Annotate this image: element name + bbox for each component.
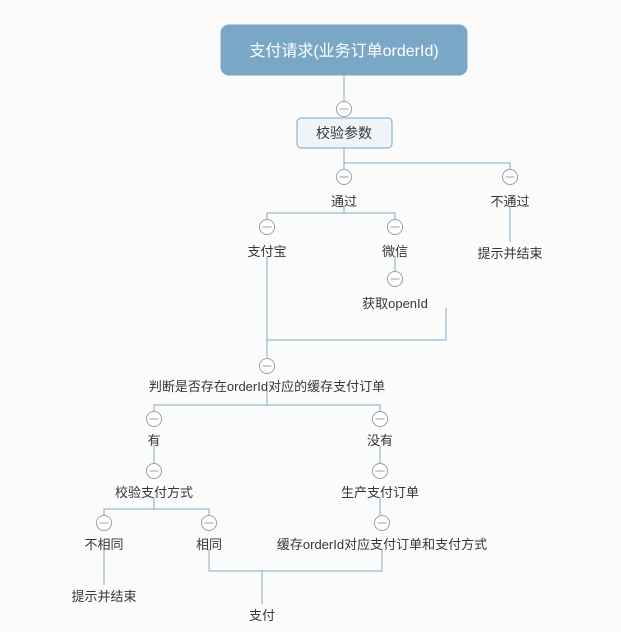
- collapse-minus-icon[interactable]: [336, 169, 352, 185]
- collapse-minus-icon[interactable]: [374, 515, 390, 531]
- node-check_cache[interactable]: 判断是否存在orderId对应的缓存支付订单: [149, 358, 385, 395]
- node-label-not_same: 不相同: [84, 537, 123, 552]
- collapse-minus-icon[interactable]: [96, 515, 112, 531]
- collapse-minus-icon[interactable]: [336, 101, 352, 117]
- node-label-pass: 通过: [331, 194, 357, 209]
- edge-verify-to-fail: [344, 162, 511, 169]
- node-pay[interactable]: 支付: [249, 608, 275, 623]
- node-box-verify_params[interactable]: [296, 117, 393, 149]
- edge-pass-to-alipay: [266, 206, 345, 219]
- node-label-wechat: 微信: [382, 244, 408, 259]
- node-verify_pay_method[interactable]: 校验支付方式: [115, 463, 193, 501]
- collapse-minus-icon[interactable]: [372, 463, 388, 479]
- edge-pass-to-wechat: [344, 212, 396, 219]
- collapse-minus-icon[interactable]: [146, 411, 162, 427]
- edge-same-to-pay: [208, 549, 263, 604]
- node-label-root: 支付请求(业务订单orderId): [249, 42, 438, 60]
- node-label-same: 相同: [196, 537, 222, 552]
- collapse-minus-icon[interactable]: [201, 515, 217, 531]
- node-pass[interactable]: 通过: [331, 169, 357, 210]
- node-cache_order[interactable]: 缓存orderId对应支付订单和支付方式: [277, 515, 487, 553]
- node-label-get_openid: 获取openId: [362, 296, 428, 311]
- node-label-create_order: 生产支付订单: [341, 485, 419, 500]
- node-label-verify_pay_method: 校验支付方式: [115, 485, 193, 500]
- node-alipay[interactable]: 支付宝: [247, 219, 287, 260]
- node-fail[interactable]: 不通过: [490, 169, 530, 210]
- node-not_same[interactable]: 不相同: [84, 515, 124, 553]
- node-label-check_cache: 判断是否存在orderId对应的缓存支付订单: [149, 379, 385, 394]
- node-fail_end[interactable]: 提示并结束: [477, 246, 542, 261]
- edge-method-to-same: [154, 508, 210, 515]
- edge-cache-to-pay: [262, 549, 383, 572]
- node-not_same_end[interactable]: 提示并结束: [71, 589, 136, 604]
- collapse-minus-icon[interactable]: [372, 411, 388, 427]
- edges-layer: [103, 75, 511, 604]
- node-verify_params[interactable]: 校验参数: [296, 101, 393, 149]
- edge-method-to-notsame: [103, 497, 155, 515]
- node-label-not_same_end: 提示并结束: [71, 589, 136, 604]
- node-wechat[interactable]: 微信: [382, 219, 408, 260]
- collapse-minus-icon[interactable]: [502, 169, 518, 185]
- node-root[interactable]: 支付请求(业务订单orderId): [220, 24, 468, 76]
- node-create_order[interactable]: 生产支付订单: [341, 463, 419, 501]
- node-label-pay: 支付: [249, 608, 275, 623]
- node-box-root[interactable]: [220, 24, 468, 76]
- edge-check-to-no: [267, 404, 381, 411]
- node-label-verify_params: 校验参数: [316, 125, 372, 141]
- node-label-alipay: 支付宝: [247, 244, 286, 259]
- node-label-fail_end: 提示并结束: [477, 246, 542, 261]
- edge-check-to-has: [153, 391, 268, 411]
- edge-openid-to-check: [267, 308, 447, 341]
- node-label-has_cache: 有: [147, 433, 160, 448]
- node-same[interactable]: 相同: [196, 515, 222, 553]
- collapse-minus-icon[interactable]: [146, 463, 162, 479]
- collapse-minus-icon[interactable]: [259, 358, 275, 374]
- node-label-cache_order: 缓存orderId对应支付订单和支付方式: [277, 537, 487, 552]
- node-get_openid[interactable]: 获取openId: [362, 271, 428, 312]
- node-no_cache[interactable]: 没有: [367, 411, 393, 449]
- node-has_cache[interactable]: 有: [146, 411, 162, 449]
- node-label-fail: 不通过: [490, 194, 529, 209]
- collapse-minus-icon[interactable]: [259, 219, 275, 235]
- collapse-minus-icon[interactable]: [387, 219, 403, 235]
- node-label-no_cache: 没有: [367, 433, 393, 448]
- collapse-minus-icon[interactable]: [387, 271, 403, 287]
